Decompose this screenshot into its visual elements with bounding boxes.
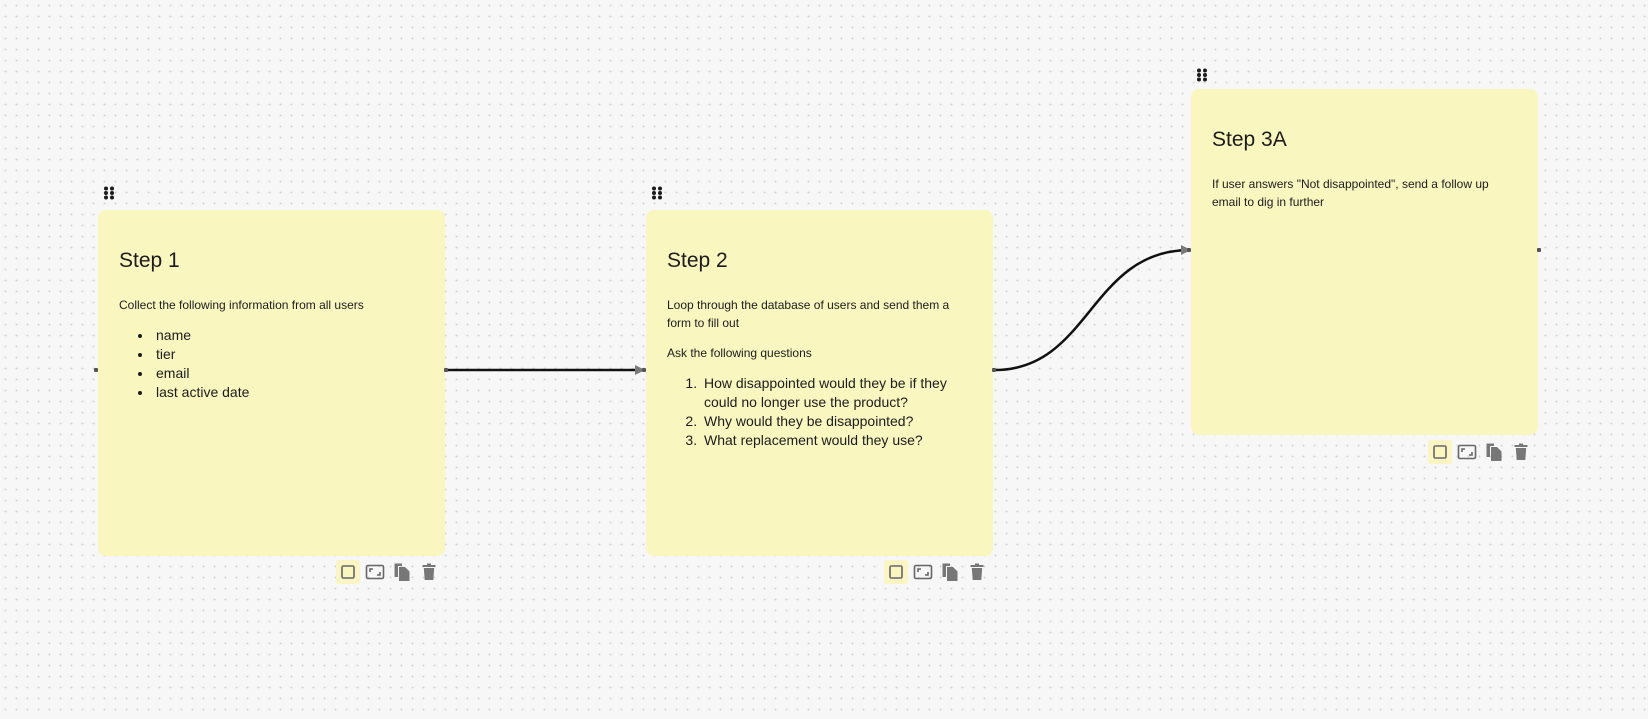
trash-icon — [1514, 443, 1528, 460]
color-swatch-button[interactable] — [884, 560, 908, 584]
input-port[interactable] — [94, 368, 98, 372]
duplicate-icon — [942, 563, 958, 581]
note-card[interactable]: Step 3A If user answers "Not disappointe… — [1191, 89, 1538, 435]
node-toolbar — [336, 560, 441, 584]
resize-icon — [1457, 444, 1477, 460]
color-swatch-icon — [1433, 445, 1447, 459]
list-item: last active date — [153, 383, 425, 402]
drag-handle-icon[interactable] — [1196, 68, 1208, 82]
note-card[interactable]: Step 1 Collect the following information… — [98, 210, 445, 556]
node-step-1[interactable]: Step 1 Collect the following information… — [94, 186, 448, 584]
list-item: name — [153, 326, 425, 345]
delete-button[interactable] — [417, 560, 441, 584]
card-paragraph: Collect the following information from a… — [119, 298, 364, 312]
duplicate-icon — [394, 563, 410, 581]
resize-button[interactable] — [1455, 440, 1479, 464]
numbered-list: How disappointed would they be if they c… — [667, 374, 973, 450]
trash-icon — [422, 563, 436, 580]
resize-icon — [913, 564, 933, 580]
list-item: What replacement would they use? — [701, 431, 973, 450]
duplicate-button[interactable] — [1482, 440, 1506, 464]
card-title: Step 2 — [667, 249, 728, 272]
resize-button[interactable] — [911, 560, 935, 584]
bullet-list: name tier email last active date — [119, 326, 425, 402]
list-item: email — [153, 364, 425, 383]
list-item: How disappointed would they be if they c… — [701, 374, 973, 412]
color-swatch-button[interactable] — [1428, 440, 1452, 464]
drag-handle-icon[interactable] — [103, 186, 115, 200]
note-card[interactable]: Step 2 Loop through the database of user… — [646, 210, 993, 556]
input-port[interactable] — [1187, 248, 1191, 252]
node-toolbar — [1428, 440, 1533, 464]
delete-button[interactable] — [965, 560, 989, 584]
output-port[interactable] — [1537, 248, 1541, 252]
output-port[interactable] — [444, 368, 448, 372]
node-toolbar — [884, 560, 989, 584]
resize-icon — [365, 564, 385, 580]
input-port[interactable] — [642, 368, 646, 372]
drag-handle-icon[interactable] — [651, 186, 663, 200]
card-title: Step 3A — [1212, 128, 1287, 151]
resize-button[interactable] — [363, 560, 387, 584]
delete-button[interactable] — [1509, 440, 1533, 464]
card-title: Step 1 — [119, 249, 180, 272]
output-port[interactable] — [992, 368, 996, 372]
color-swatch-icon — [889, 565, 903, 579]
edge-step2-to-step3a[interactable] — [994, 245, 1191, 372]
duplicate-icon — [1486, 443, 1502, 461]
color-swatch-icon — [341, 565, 355, 579]
list-item: tier — [153, 345, 425, 364]
node-step-3a[interactable]: Step 3A If user answers "Not disappointe… — [1187, 68, 1541, 464]
card-paragraph: Loop through the database of users and s… — [667, 298, 950, 330]
duplicate-button[interactable] — [938, 560, 962, 584]
node-step-2[interactable]: Step 2 Loop through the database of user… — [642, 186, 996, 584]
card-paragraph: If user answers "Not disappointed", send… — [1212, 177, 1489, 209]
list-item: Why would they be disappointed? — [701, 412, 973, 431]
trash-icon — [970, 563, 984, 580]
color-swatch-button[interactable] — [336, 560, 360, 584]
card-paragraph: Ask the following questions — [667, 346, 812, 360]
duplicate-button[interactable] — [390, 560, 414, 584]
